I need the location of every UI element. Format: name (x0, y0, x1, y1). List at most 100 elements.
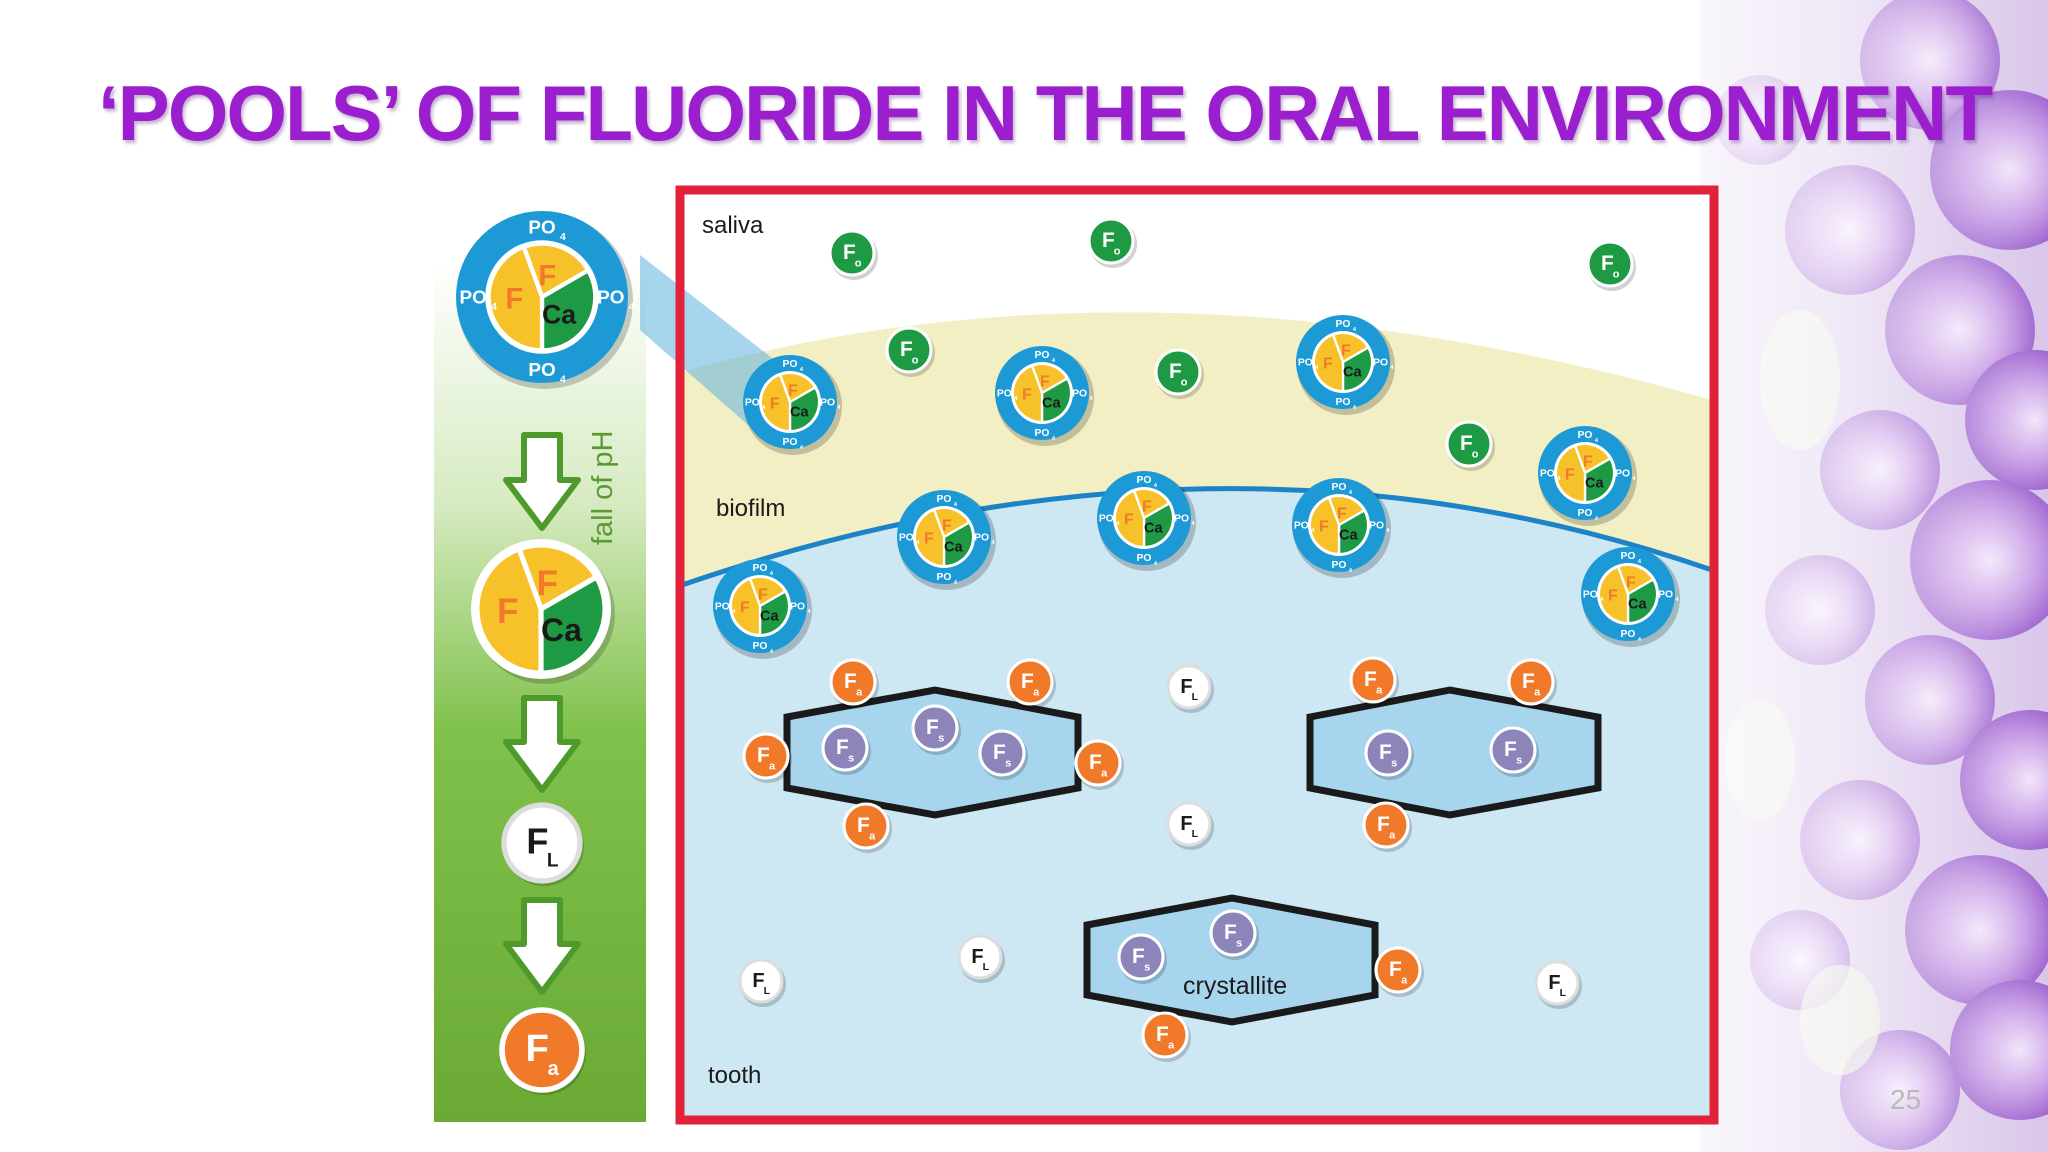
svg-text:PO: PO (1578, 508, 1593, 519)
svg-text:Ca: Ca (760, 609, 780, 625)
svg-text:a: a (769, 761, 776, 773)
svg-text:F: F (1021, 670, 1034, 693)
svg-text:4: 4 (800, 367, 804, 373)
svg-text:PO: PO (1540, 469, 1555, 480)
svg-text:4: 4 (1154, 561, 1158, 567)
svg-text:F: F (1224, 921, 1237, 944)
svg-text:PO: PO (820, 398, 835, 409)
fall-of-ph-label: fall of pH (587, 431, 619, 545)
svg-text:a: a (548, 1058, 560, 1080)
svg-text:s: s (1391, 758, 1397, 770)
svg-text:F: F (1089, 751, 1102, 774)
svg-text:PO: PO (528, 360, 555, 381)
svg-text:PO: PO (937, 494, 952, 505)
svg-text:PO: PO (1336, 319, 1351, 330)
svg-text:PO: PO (1615, 469, 1630, 480)
slide-title: ‘POOLS’ OF FLUORIDE IN THE ORAL ENVIRONM… (98, 69, 1993, 157)
svg-text:PO: PO (937, 572, 952, 583)
svg-text:4: 4 (1353, 405, 1357, 411)
svg-text:L: L (983, 961, 990, 973)
svg-text:F: F (971, 946, 983, 968)
side-fa-ion: Fa (499, 1007, 586, 1095)
svg-text:F: F (1022, 385, 1032, 403)
svg-text:F: F (942, 517, 952, 535)
svg-text:L: L (764, 985, 771, 997)
svg-text:4: 4 (1154, 483, 1158, 489)
svg-text:4: 4 (560, 232, 566, 243)
svg-text:PO: PO (753, 641, 768, 652)
svg-text:4: 4 (770, 649, 774, 655)
svg-text:Ca: Ca (790, 405, 810, 421)
svg-text:4: 4 (1315, 365, 1319, 371)
svg-text:F: F (924, 529, 934, 547)
svg-text:PO: PO (1369, 521, 1384, 532)
svg-text:o: o (1472, 449, 1479, 461)
svg-text:F: F (505, 283, 523, 316)
svg-text:a: a (1168, 1040, 1175, 1052)
svg-text:F: F (836, 736, 849, 759)
svg-text:4: 4 (560, 375, 566, 386)
svg-text:4: 4 (954, 502, 958, 508)
svg-text:F: F (740, 598, 750, 616)
svg-text:4: 4 (1638, 637, 1642, 643)
crystallite-3 (1083, 894, 1379, 1026)
svg-text:F: F (843, 241, 856, 264)
svg-text:F: F (1180, 813, 1192, 835)
saliva-label: saliva (702, 212, 764, 239)
svg-text:PO: PO (1035, 428, 1050, 439)
svg-text:PO: PO (1298, 358, 1313, 369)
svg-text:F: F (1504, 738, 1517, 761)
svg-text:4: 4 (1557, 476, 1561, 482)
svg-text:PO: PO (1072, 389, 1087, 400)
svg-text:4: 4 (1052, 436, 1056, 442)
svg-text:4: 4 (770, 571, 774, 577)
svg-text:4: 4 (1638, 559, 1642, 565)
svg-text:F: F (1102, 229, 1115, 252)
svg-text:PO: PO (899, 533, 914, 544)
svg-text:4: 4 (1014, 396, 1018, 402)
svg-text:F: F (1156, 1023, 1169, 1046)
svg-text:4: 4 (1349, 568, 1353, 574)
svg-text:F: F (1124, 510, 1134, 528)
svg-text:PO: PO (528, 217, 555, 238)
svg-text:PO: PO (597, 288, 624, 309)
svg-text:4: 4 (629, 302, 635, 313)
svg-text:F: F (526, 821, 548, 862)
svg-text:F: F (993, 741, 1006, 764)
svg-text:a: a (869, 831, 876, 843)
svg-text:o: o (1114, 246, 1121, 258)
svg-text:PO: PO (460, 288, 487, 309)
svg-text:F: F (1337, 505, 1347, 523)
svg-text:F: F (1379, 741, 1392, 764)
svg-text:F: F (1626, 574, 1636, 592)
svg-text:4: 4 (1595, 438, 1599, 444)
svg-text:F: F (900, 338, 913, 361)
svg-text:F: F (1460, 432, 1473, 455)
svg-text:F: F (537, 564, 559, 603)
svg-text:4: 4 (1089, 396, 1093, 402)
svg-text:PO: PO (790, 602, 805, 613)
svg-text:4: 4 (1595, 516, 1599, 522)
svg-text:F: F (1565, 465, 1575, 483)
svg-text:4: 4 (991, 540, 995, 546)
svg-text:a: a (1033, 687, 1040, 699)
svg-text:4: 4 (1675, 597, 1679, 603)
